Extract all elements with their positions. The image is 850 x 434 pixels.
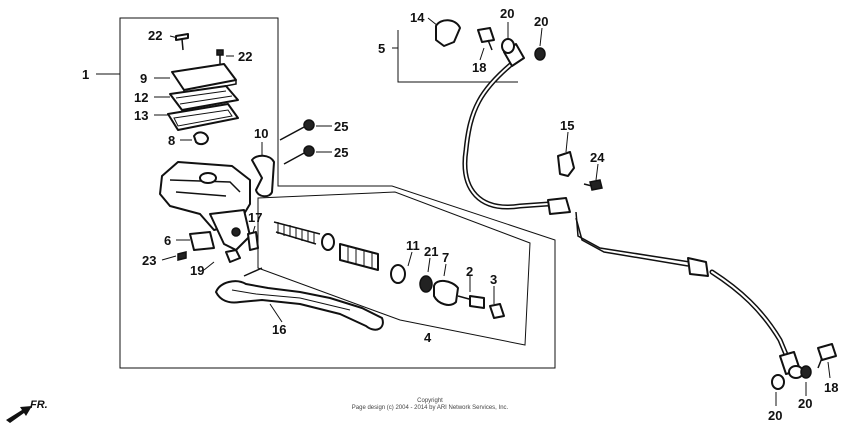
pivot-bolt-17 (247, 231, 259, 251)
clutch-hose-5 (462, 43, 804, 379)
callout-25-upper: 25 (334, 119, 348, 134)
leader-lines (96, 17, 831, 406)
clutch-lever-16 (215, 267, 384, 331)
callout-4: 4 (424, 330, 432, 345)
callout-17: 17 (248, 210, 262, 225)
callout-15: 15 (560, 118, 574, 133)
reservoir-plate-12 (169, 85, 239, 111)
callout-7: 7 (442, 250, 449, 265)
screw-23 (177, 251, 187, 261)
screw-22-left (175, 33, 189, 51)
washer-20-upper-a (501, 38, 515, 54)
callout-11: 11 (406, 238, 420, 253)
nut-3 (489, 303, 505, 319)
copyright-line-2: Page design (c) 2004 - 2014 by ARI Netwo… (351, 405, 509, 411)
washer-20-lower-a (771, 374, 785, 390)
callout-10: 10 (254, 126, 268, 141)
callout-22-right: 22 (238, 49, 252, 64)
rubber-cap-14 (435, 19, 461, 47)
callout-labels: 1 9 12 13 8 22 22 10 25 25 17 6 23 19 16… (82, 6, 838, 423)
callout-6: 6 (164, 233, 171, 248)
callout-3: 3 (490, 272, 497, 287)
callout-9: 9 (140, 71, 147, 86)
callout-5: 5 (378, 41, 385, 56)
callout-12: 12 (134, 90, 148, 105)
assembly-4-frame (257, 191, 531, 346)
push-rod-2 (457, 295, 485, 309)
callout-20-upper-b: 20 (534, 14, 548, 29)
clip-8 (193, 131, 209, 146)
clutch-switch-6 (189, 231, 215, 251)
seal-21 (419, 275, 433, 293)
callout-2: 2 (466, 264, 473, 279)
callout-20-lower-a: 20 (768, 408, 782, 423)
callout-20-upper-a: 20 (500, 6, 514, 21)
copyright-line-1: Copyright (417, 398, 443, 404)
nut-19 (225, 249, 241, 263)
callout-18-upper: 18 (472, 60, 486, 75)
callout-16: 16 (272, 322, 286, 337)
callout-14: 14 (410, 10, 425, 25)
callout-18-lower: 18 (824, 380, 838, 395)
front-arrow-icon: FR. (6, 399, 48, 423)
callout-25-lower: 25 (334, 145, 348, 160)
assembly-5-bracket (397, 30, 518, 83)
hose-clamp-15 (557, 151, 575, 177)
bolt-25-lower (283, 145, 315, 165)
callout-8: 8 (168, 133, 175, 148)
holder-10 (251, 154, 275, 198)
callout-20-lower-b: 20 (798, 396, 812, 411)
copyright-notice: Copyright Page design (c) 2004 - 2014 by… (300, 398, 560, 412)
callout-23: 23 (142, 253, 156, 268)
diaphragm-13 (167, 103, 239, 131)
bolt-24 (583, 179, 603, 191)
callout-21: 21 (424, 244, 438, 259)
callout-1: 1 (82, 67, 89, 82)
assembly-1-frame (119, 17, 556, 369)
washer-20-lower-b (800, 365, 812, 379)
front-direction-indicator: FR. (2, 388, 62, 428)
callout-19: 19 (190, 263, 204, 278)
bolt-25-upper (279, 119, 315, 141)
callout-22-left: 22 (148, 28, 162, 43)
screw-22-right (216, 49, 224, 64)
piston-spring-set (273, 221, 379, 271)
front-direction-label: FR. (30, 399, 48, 411)
callout-24: 24 (590, 150, 605, 165)
oil-bolt-18-upper (477, 27, 495, 51)
oil-bolt-18-lower (817, 343, 837, 369)
seal-11 (390, 264, 406, 284)
washer-20-upper-b (534, 47, 546, 61)
callout-13: 13 (134, 108, 148, 123)
master-cylinder-body (159, 161, 251, 251)
boot-7 (433, 280, 459, 306)
